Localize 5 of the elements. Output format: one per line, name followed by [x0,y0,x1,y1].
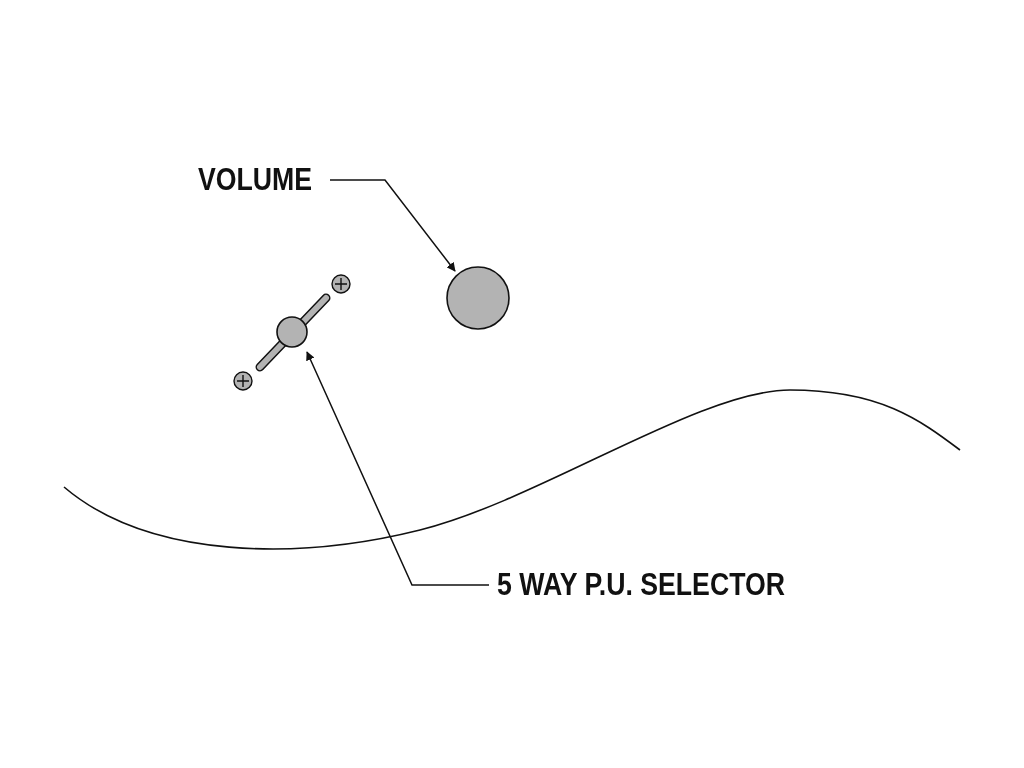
callout-label: VOLUME [198,163,313,197]
leader-line [329,179,456,272]
callout-label: 5 WAY P.U. SELECTOR [497,568,785,602]
leader-line [306,351,490,586]
volume-knob [445,265,511,331]
